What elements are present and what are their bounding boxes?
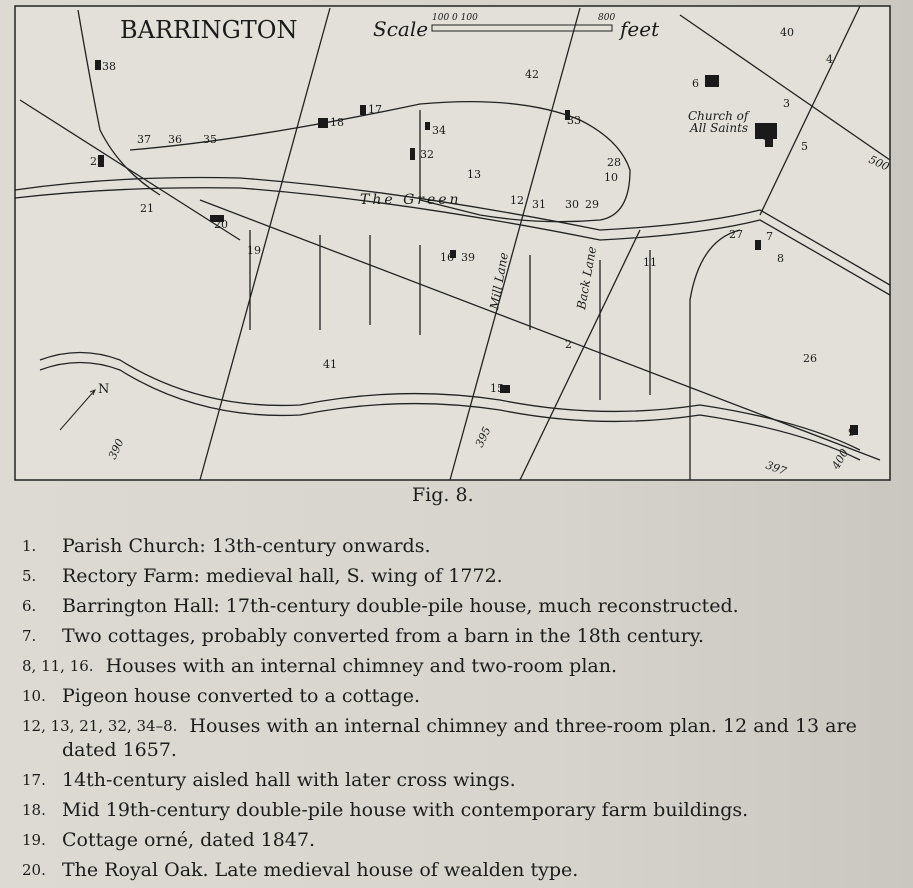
building-number: 36: [168, 133, 182, 146]
legend-text: The Royal Oak. Late medieval house of we…: [62, 859, 579, 881]
legend-item: 6. Barrington Hall: 17th-century double-p…: [22, 594, 907, 619]
legend-text-continued: dated 1657.: [62, 739, 177, 761]
building-number: 11: [643, 256, 657, 269]
building-number: 38: [102, 60, 116, 73]
scale-end: 800: [598, 13, 615, 23]
building-number: 8: [777, 252, 784, 265]
building-number: 6: [692, 77, 699, 90]
legend-text: Houses with an internal chimney and thre…: [189, 715, 857, 737]
map-roads: [14, 5, 891, 481]
building-number: 40: [780, 26, 794, 39]
scale-unit: feet: [618, 17, 660, 41]
building-number: 3: [783, 97, 790, 110]
scale-ticks: 100 0 100: [432, 13, 478, 23]
building-number: 27: [729, 228, 743, 241]
building-number: 5: [801, 140, 808, 153]
building-number: 39: [461, 251, 475, 264]
legend-text: Parish Church: 13th-century onwards.: [62, 535, 431, 557]
legend-item: 5. Rectory Farm: medieval hall, S. wing o…: [22, 564, 907, 589]
building-number: 37: [137, 133, 151, 146]
building-number: 29: [585, 198, 599, 211]
church-label-2: All Saints: [689, 121, 748, 135]
building-number: 7: [766, 230, 773, 243]
scale-bar: [431, 24, 613, 32]
map-buildings: [95, 60, 858, 435]
building-number: 21: [140, 202, 154, 215]
building-number: 28: [607, 156, 621, 169]
legend-item: 18. Mid 19th-century double-pile house wi…: [22, 798, 907, 823]
legend-item: 1. Parish Church: 13th-century onwards.: [22, 534, 907, 559]
legend-text: Houses with an internal chimney and two-…: [105, 655, 618, 677]
building-number: 19: [247, 244, 261, 257]
legend-number: 5.: [22, 567, 37, 585]
building-number: 35: [203, 133, 217, 146]
building-number: 33: [567, 114, 581, 127]
legend-item: 7. Two cottages, probably converted from …: [22, 624, 907, 649]
legend-item: 17. 14th-century aisled hall with later c…: [22, 768, 907, 793]
building-number: 20: [214, 218, 228, 231]
building-number: 4: [826, 53, 833, 66]
north-arrow-icon: [59, 389, 96, 431]
legend-text: Mid 19th-century double-pile house with …: [62, 799, 749, 821]
legend-number: 6.: [22, 597, 37, 615]
building-number: 31: [532, 198, 546, 211]
legend-number: 17.: [22, 771, 46, 789]
building-number: 18: [330, 116, 344, 129]
legend-item: 20. The Royal Oak. Late medieval house of…: [22, 858, 907, 883]
building-number: 22: [90, 155, 104, 168]
village-map: BARRINGTON Scale 100 0 100 800 feet The …: [14, 5, 891, 481]
legend-text: Pigeon house converted to a cottage.: [62, 685, 420, 707]
legend-number: 20.: [22, 861, 46, 879]
legend-item: 19. Cottage orné, dated 1847.: [22, 828, 907, 853]
legend-item: 8, 11, 16. Houses with an internal chimne…: [22, 654, 907, 679]
building-number: 26: [803, 352, 817, 365]
the-green-label: The Green: [360, 192, 462, 208]
legend-text: Barrington Hall: 17th-century double-pil…: [62, 595, 739, 617]
building-number: 34: [432, 124, 446, 137]
legend-number: 12, 13, 21, 32, 34–8.: [22, 717, 178, 735]
figure-caption: Fig. 8.: [412, 484, 474, 506]
map-title: BARRINGTON: [120, 16, 297, 44]
scale-label: Scale: [373, 17, 428, 41]
legend-text: Rectory Farm: medieval hall, S. wing of …: [62, 565, 503, 587]
building-number: 41: [323, 358, 337, 371]
building-number: 16: [440, 251, 454, 264]
legend-text: 14th-century aisled hall with later cros…: [62, 769, 516, 791]
building-number: 9: [848, 426, 855, 439]
legend-number: 8, 11, 16.: [22, 657, 94, 675]
legend-item: 12, 13, 21, 32, 34–8. Houses with an inte…: [22, 714, 907, 739]
building-number: 1: [762, 130, 769, 143]
church-label-1: Church of: [688, 109, 751, 123]
legend-number: 7.: [22, 627, 37, 645]
building-number: 10: [604, 171, 618, 184]
legend-number: 10.: [22, 687, 46, 705]
building-number: 15: [490, 382, 504, 395]
building-number: 17: [368, 103, 382, 116]
building-number: 32: [420, 148, 434, 161]
map-legend: 1. Parish Church: 13th-century onwards. 5…: [22, 534, 907, 888]
north-label: N: [98, 382, 109, 397]
building-number: 30: [565, 198, 579, 211]
legend-item: 10. Pigeon house converted to a cottage.: [22, 684, 907, 709]
legend-text: Two cottages, probably converted from a …: [62, 625, 705, 647]
map-frame: [14, 5, 891, 481]
building-number: 2: [565, 338, 572, 351]
legend-number: 18.: [22, 801, 46, 819]
legend-number: 1.: [22, 537, 37, 555]
building-number: 13: [467, 168, 481, 181]
building-number: 42: [525, 68, 539, 81]
legend-text: Cottage orné, dated 1847.: [62, 829, 316, 851]
building-number: 12: [510, 194, 524, 207]
building-numbers: 42 40 38 6 3 17 18 33 34 37 36 35 32 1 5…: [90, 26, 855, 439]
legend-number: 19.: [22, 831, 46, 849]
